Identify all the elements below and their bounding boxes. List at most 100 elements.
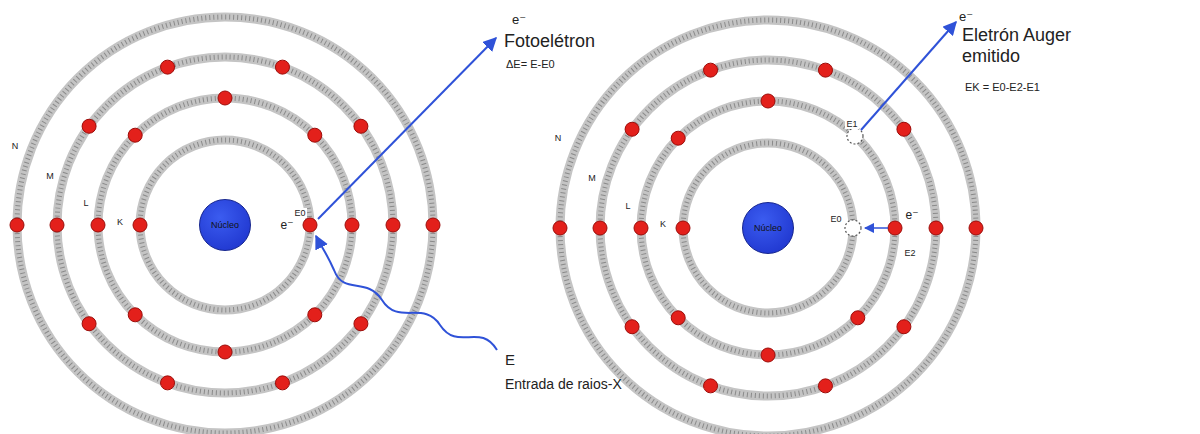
photoelectron-label: Fotoelétron xyxy=(504,31,595,52)
energy-formula: EK = E0-E2-E1 xyxy=(965,77,1040,95)
shell-letter: K xyxy=(117,217,123,227)
shell-rings xyxy=(17,17,976,434)
electron-symbol: e⁻ xyxy=(904,205,919,223)
shell-texture xyxy=(600,60,936,396)
shell-letter: K xyxy=(660,219,666,229)
electron xyxy=(161,60,175,74)
xray-wave xyxy=(316,236,497,350)
shell-ring xyxy=(641,101,895,355)
electron xyxy=(676,221,690,235)
shell-texture xyxy=(57,57,393,393)
electron xyxy=(625,320,639,334)
electron-symbol: e⁻ xyxy=(904,209,919,223)
shell-texture xyxy=(683,143,853,313)
energy-formula: EK = E0-E2-E1 xyxy=(965,81,1040,94)
electron xyxy=(897,320,911,334)
energy-formula: ΔE= E-E0 xyxy=(506,54,555,72)
shell-letter: L xyxy=(625,195,630,213)
electron xyxy=(308,308,322,322)
shell-letter: K xyxy=(117,211,123,229)
electron xyxy=(354,317,368,331)
electron xyxy=(671,131,685,145)
energy-level: E1 xyxy=(845,119,858,129)
electron xyxy=(82,317,96,331)
electron xyxy=(761,348,775,362)
photoelectron-label: Fotoelétron xyxy=(504,31,595,52)
shell-texture xyxy=(140,140,310,310)
shell-letter: N xyxy=(12,141,19,151)
nucleus-label: Núcleo xyxy=(211,220,239,230)
shell-ring xyxy=(57,57,393,393)
electron xyxy=(888,221,902,235)
shell-letter: L xyxy=(83,192,88,210)
energy-formula: ΔE= E-E0 xyxy=(506,58,555,71)
energy-level: E2 xyxy=(903,248,916,258)
shell-letter: N xyxy=(555,133,562,143)
nucleus-label: Núcleo xyxy=(754,223,782,233)
electron xyxy=(218,345,232,359)
electron xyxy=(593,221,607,235)
electron xyxy=(761,94,775,108)
shell-ring xyxy=(98,98,352,352)
xray-energy: E xyxy=(505,351,515,369)
shell-letter: N xyxy=(12,135,19,153)
electron xyxy=(897,122,911,136)
transition-arrow xyxy=(865,227,888,229)
auger-label: Eletrón Auger emitido xyxy=(962,25,1102,66)
electron xyxy=(818,379,832,393)
electron xyxy=(969,221,983,235)
electron xyxy=(91,218,105,232)
electron xyxy=(386,218,400,232)
shell-texture xyxy=(560,20,976,434)
electron xyxy=(851,311,865,325)
energy-level: E1 xyxy=(845,113,858,131)
shell-letter: N xyxy=(555,127,562,145)
electron-symbol: e⁻ xyxy=(959,10,973,25)
electron xyxy=(128,128,142,142)
electron xyxy=(426,218,440,232)
shell-texture xyxy=(98,98,352,352)
electron xyxy=(671,311,685,325)
electron-symbol: e⁻ xyxy=(512,10,526,28)
electron-symbol: e⁻ xyxy=(280,219,293,233)
electron xyxy=(303,218,317,232)
xray-label: Entrada de raios-X xyxy=(505,375,622,393)
electron xyxy=(128,308,142,322)
auger-arrow xyxy=(861,22,956,130)
electron xyxy=(354,119,368,133)
electron xyxy=(275,60,289,74)
electron xyxy=(345,218,359,232)
shell-letter: M xyxy=(588,173,596,183)
energy-level: E0 xyxy=(829,214,842,224)
shell-letter: M xyxy=(46,165,54,183)
shell-texture xyxy=(641,101,895,355)
photoelectron-arrow xyxy=(318,38,496,219)
electron xyxy=(10,218,24,232)
electron-symbol: e⁻ xyxy=(280,215,293,233)
nucleus: Núcleo xyxy=(199,199,251,251)
shell-letter: L xyxy=(625,201,630,211)
shell-texture xyxy=(17,17,433,433)
electron-hole xyxy=(847,128,863,144)
electron-hole xyxy=(845,220,861,236)
electron xyxy=(275,376,289,390)
electron xyxy=(308,128,322,142)
electron xyxy=(50,218,64,232)
energy-level: E0 xyxy=(293,208,306,218)
electron xyxy=(625,122,639,136)
electron xyxy=(929,221,943,235)
xray-energy: E xyxy=(505,351,515,368)
shell-ring xyxy=(683,143,853,313)
electron xyxy=(634,221,648,235)
energy-level: E2 xyxy=(903,242,916,260)
electron xyxy=(82,119,96,133)
shell-letter: M xyxy=(46,171,54,181)
electron xyxy=(818,63,832,77)
shell-letter: K xyxy=(660,213,666,231)
electron xyxy=(704,379,718,393)
xray-label: Entrada de raios-X xyxy=(505,376,622,392)
shell-ring xyxy=(140,140,310,310)
energy-level: E0 xyxy=(829,208,842,226)
shell-ring xyxy=(560,20,976,434)
